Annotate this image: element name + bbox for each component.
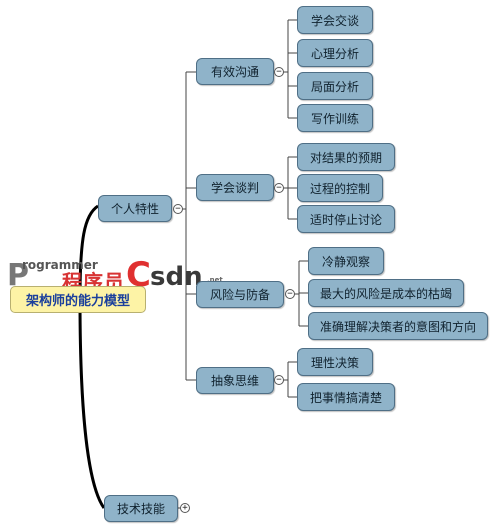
leaf-node-process-control[interactable]: 过程的控制 xyxy=(297,174,383,202)
watermark-sdn: sdn xyxy=(150,262,203,292)
connector-group-3 xyxy=(294,260,308,327)
group-node-learn-negotiation[interactable]: 学会谈判 xyxy=(196,174,274,201)
collapse-toggle-risk-and-prevention[interactable]: − xyxy=(285,289,295,299)
leaf-node-learn-to-converse[interactable]: 学会交谈 xyxy=(297,6,373,34)
watermark-p: P xyxy=(7,258,29,293)
leaf-node-figure-things-out[interactable]: 把事情搞清楚 xyxy=(297,383,395,411)
collapse-toggle-personal-traits[interactable]: − xyxy=(173,204,183,214)
collapse-toggle-effective-communication[interactable]: − xyxy=(274,67,284,77)
watermark-programmer: rogrammer xyxy=(22,258,98,272)
connector-group-2 xyxy=(283,156,297,220)
leaf-node-psychology-analysis[interactable]: 心理分析 xyxy=(297,39,373,67)
collapse-toggle-learn-negotiation[interactable]: − xyxy=(274,183,284,193)
root-node[interactable]: 架构师的能力模型 xyxy=(10,286,146,313)
branch-node-personal-traits[interactable]: 个人特性 xyxy=(98,195,172,222)
branch-node-tech-skills[interactable]: 技术技能 xyxy=(104,495,178,522)
connector-group-1 xyxy=(283,19,297,119)
watermark-net: .net xyxy=(207,276,223,284)
connector-branch-groups xyxy=(178,71,196,381)
connector-root-branches xyxy=(78,204,106,509)
collapse-toggle-abstract-thinking[interactable]: − xyxy=(274,375,284,385)
leaf-node-calm-observation[interactable]: 冷静观察 xyxy=(308,247,384,275)
expand-toggle-tech-skills[interactable]: + xyxy=(180,503,190,513)
group-node-risk-and-prevention[interactable]: 风险与防备 xyxy=(196,281,284,308)
leaf-node-rational-decision[interactable]: 理性决策 xyxy=(297,348,373,376)
connector-group-4 xyxy=(283,361,297,398)
leaf-node-understand-decision-maker[interactable]: 准确理解决策者的意图和方向 xyxy=(308,312,488,340)
leaf-node-biggest-risk-cost-depletion[interactable]: 最大的风险是成本的枯竭 xyxy=(308,279,464,307)
leaf-node-writing-training[interactable]: 写作训练 xyxy=(297,104,373,132)
group-node-abstract-thinking[interactable]: 抽象思维 xyxy=(196,367,274,394)
leaf-node-result-expectation[interactable]: 对结果的预期 xyxy=(297,143,395,171)
leaf-node-situation-analysis[interactable]: 局面分析 xyxy=(297,72,373,100)
group-node-effective-communication[interactable]: 有效沟通 xyxy=(196,58,274,85)
leaf-node-timely-stop-discussion[interactable]: 适时停止讨论 xyxy=(297,205,395,233)
